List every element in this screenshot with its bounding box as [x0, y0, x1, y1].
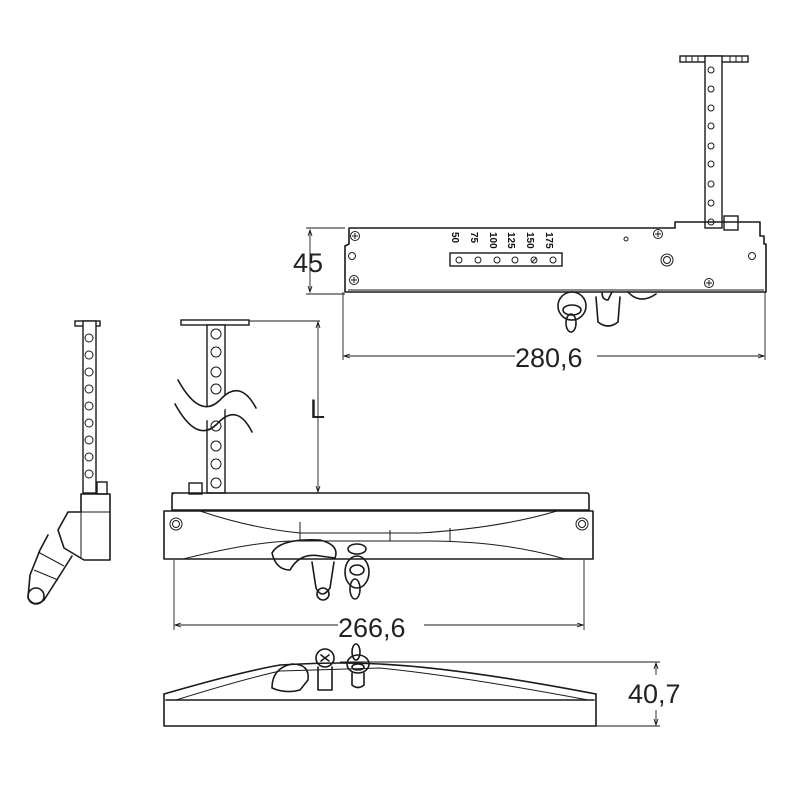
- dimension-L-label: L: [310, 394, 325, 424]
- dim-266: [173, 560, 585, 630]
- dimension-45-label: 45: [293, 248, 323, 278]
- dim-40: [340, 661, 660, 727]
- scale-label-50: 50: [449, 232, 460, 244]
- bottom-view: 40,7: [163, 643, 681, 727]
- scale-label-125: 125: [505, 232, 516, 249]
- side-view: [27, 320, 111, 605]
- dim-L: [249, 320, 321, 494]
- stroke-scale: 50 75 100 125 150 175: [449, 232, 563, 267]
- scale-label-175: 175: [543, 232, 554, 249]
- top-view: 50 75 100 125 150 175: [293, 55, 767, 373]
- dim-280: [342, 292, 766, 360]
- dim-45: [306, 227, 345, 295]
- scale-label-100: 100: [487, 232, 498, 249]
- dimension-266-label: 266,6: [338, 613, 406, 643]
- dimension-280-label: 280,6: [515, 343, 583, 373]
- top-chain: [679, 55, 749, 231]
- front-view: L 266,6: [163, 319, 594, 643]
- handle-icon: [271, 538, 370, 601]
- screw-icons: [348, 229, 756, 288]
- dimension-40-label: 40,7: [628, 679, 681, 709]
- bottom-handle-icon: [271, 643, 370, 693]
- scale-label-150: 150: [524, 232, 535, 249]
- key-lock-icon: [557, 291, 657, 333]
- scale-label-75: 75: [468, 232, 479, 244]
